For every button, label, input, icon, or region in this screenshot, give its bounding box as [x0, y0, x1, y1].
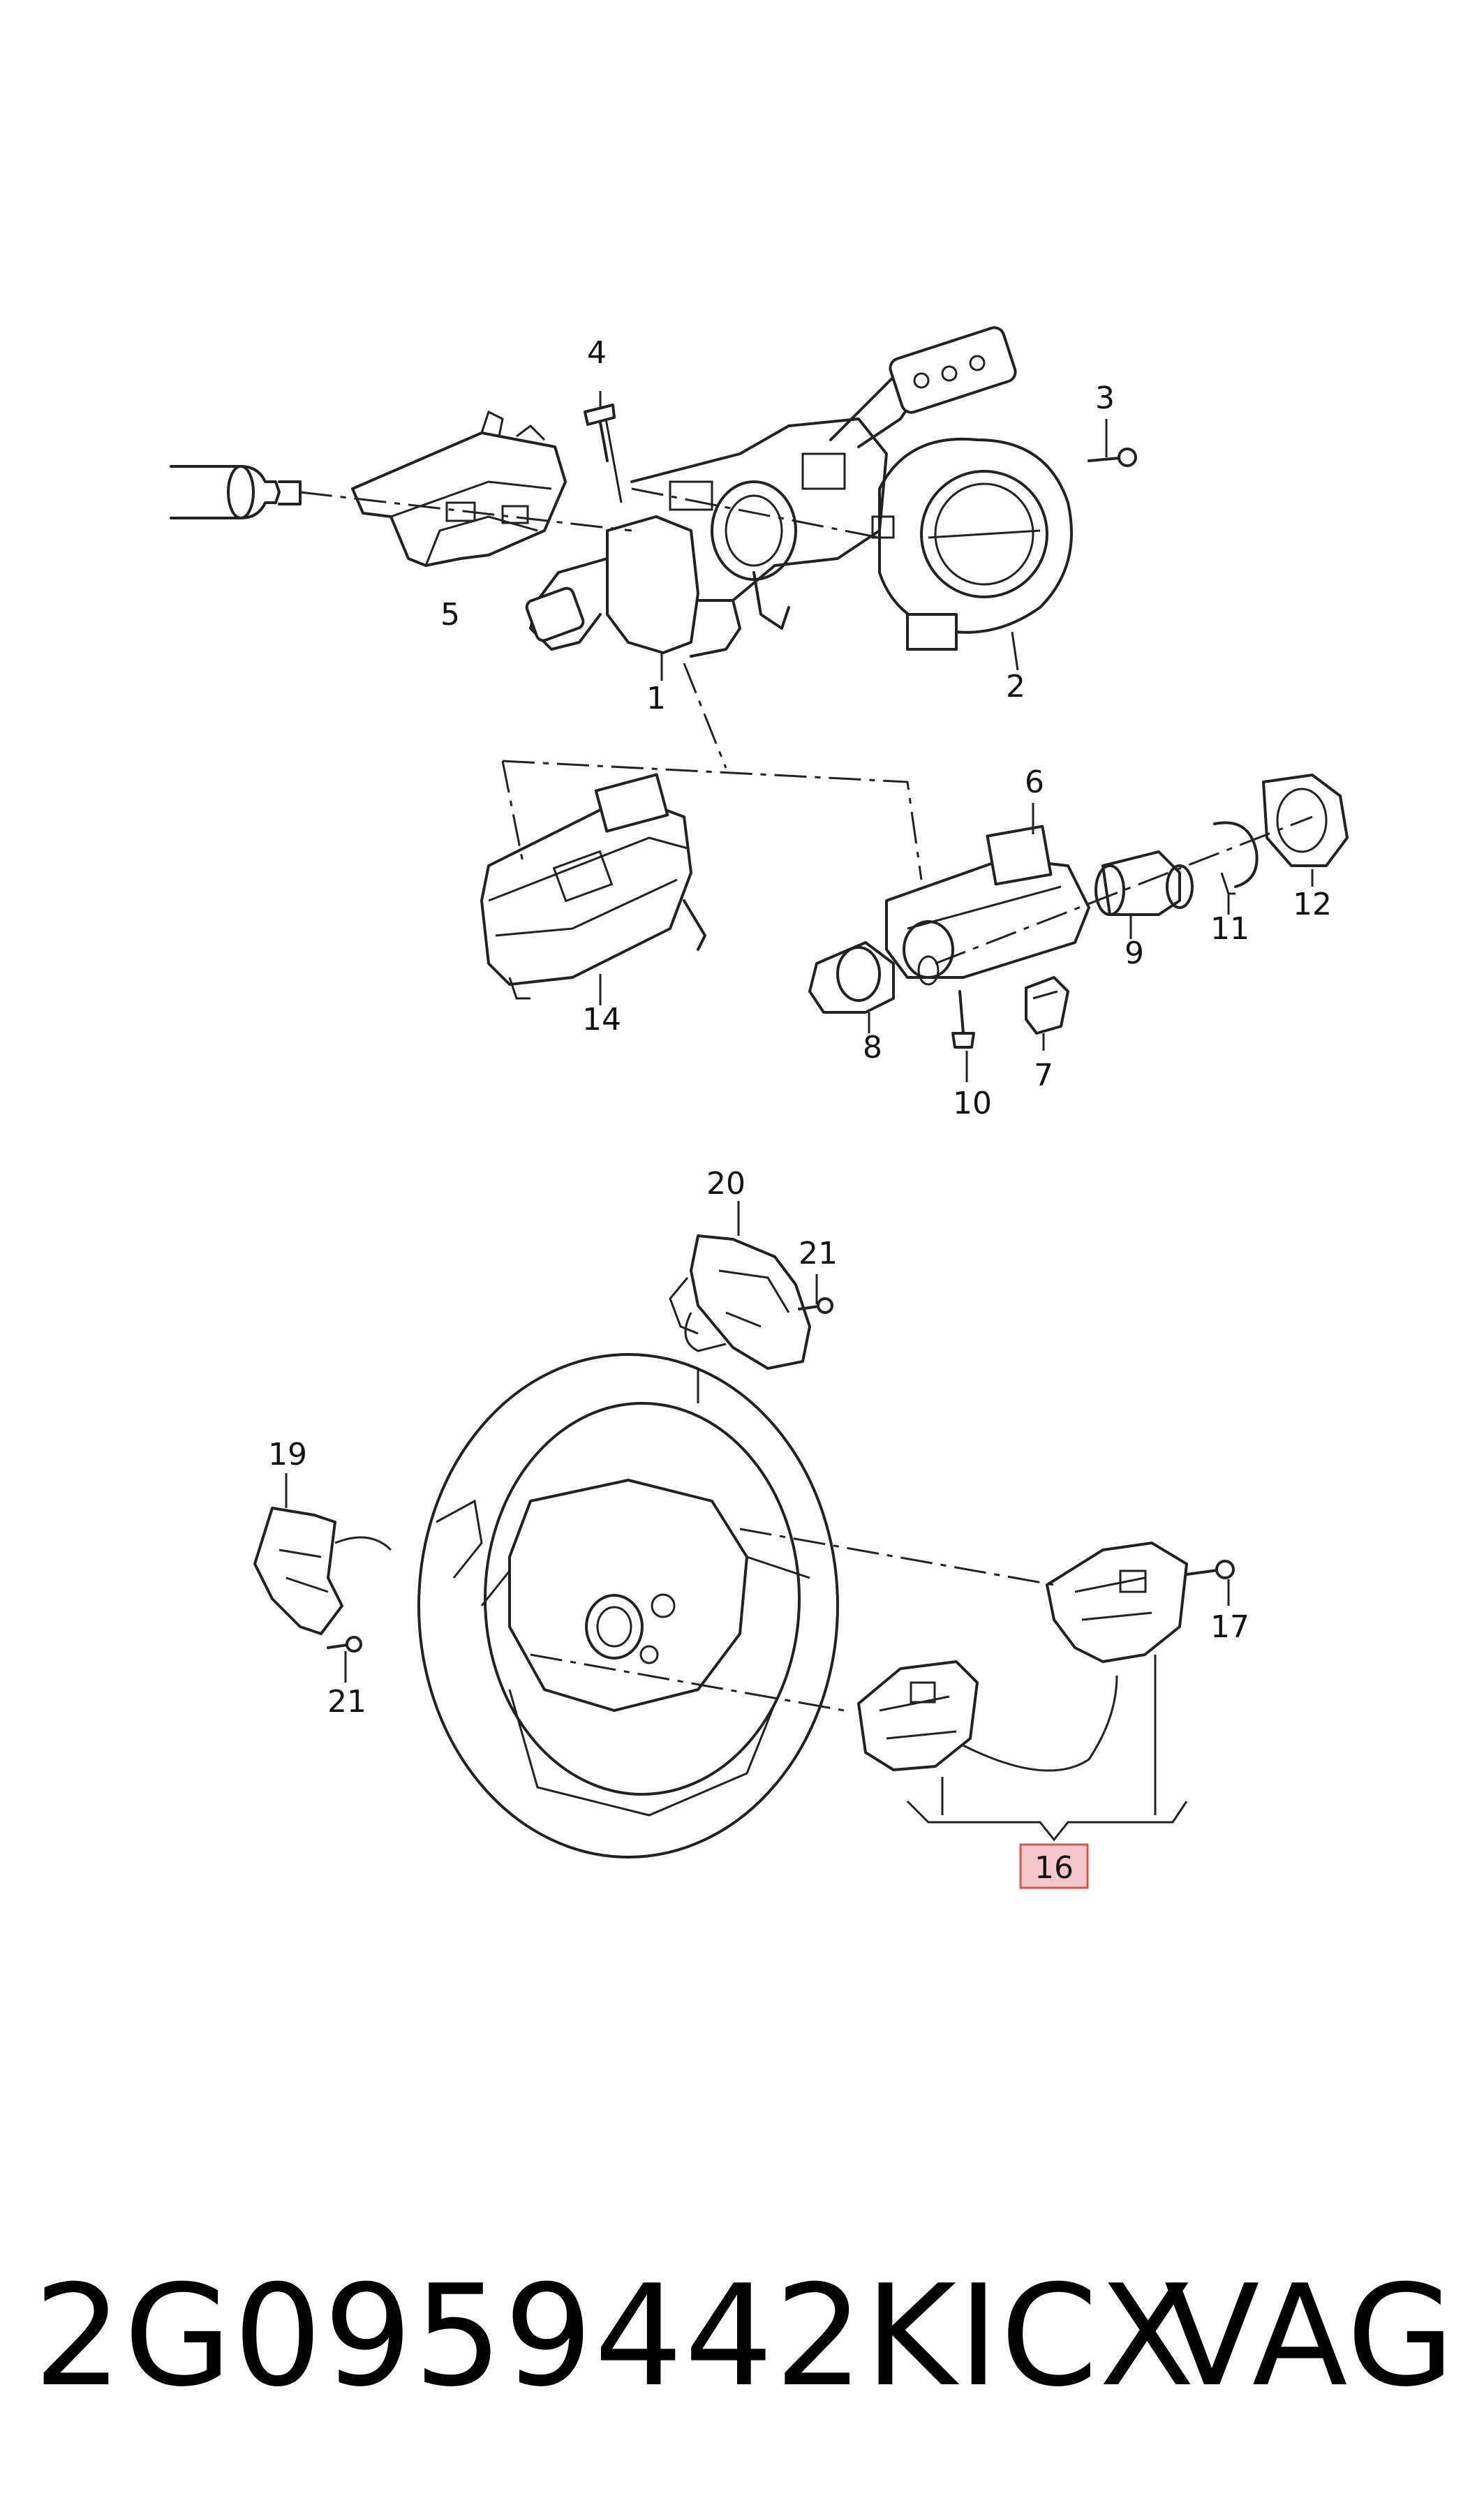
callout-2[interactable]: 2	[1006, 669, 1025, 704]
part-20-switch-panel	[669, 1201, 811, 1370]
callout-14[interactable]: 14	[582, 1002, 621, 1037]
part-11-ring	[1213, 821, 1259, 915]
part-12-trim-ring	[1262, 774, 1349, 887]
callout-16[interactable]: 16	[1034, 1850, 1074, 1886]
callout-3[interactable]: 3	[1095, 381, 1115, 416]
part-10-screw	[951, 990, 975, 1082]
part-8-lock-cylinder	[808, 941, 940, 1033]
steering-column-shaft	[170, 465, 302, 519]
callout-19[interactable]: 19	[268, 1437, 307, 1472]
part-21-screw-lower	[327, 1636, 362, 1683]
part-4-screw	[584, 391, 623, 503]
part-1-combination-switch	[525, 326, 1017, 681]
part-6-ignition-body	[885, 803, 1090, 979]
callout-5[interactable]: 5	[440, 597, 460, 633]
callout-8[interactable]: 8	[863, 1030, 882, 1065]
callout-12[interactable]: 12	[1293, 887, 1332, 922]
callout-6[interactable]: 6	[1025, 764, 1044, 800]
part-number: 2G0959442KICX	[34, 2255, 1196, 2418]
part-3-screw	[1088, 419, 1137, 467]
part-21-screw-upper	[798, 1274, 833, 1314]
part-9-cylinder	[1095, 850, 1194, 939]
callout-9[interactable]: 9	[1125, 936, 1144, 971]
callout-20[interactable]: 20	[706, 1166, 745, 1202]
callout-11[interactable]: 11	[1210, 911, 1249, 947]
callout-21-upper[interactable]: 21	[799, 1236, 838, 1271]
part-16-multifunction-buttons	[857, 1542, 1188, 1842]
part-17-screw	[1185, 1560, 1235, 1606]
part-14-lock-housing	[480, 773, 706, 1005]
callout-21-lower[interactable]: 21	[327, 1684, 366, 1720]
callout-1[interactable]: 1	[646, 681, 666, 716]
callout-10[interactable]: 10	[953, 1086, 992, 1121]
callout-16-highlight	[1019, 1843, 1089, 1889]
part-7-micro-switch	[1025, 976, 1069, 1051]
part-19-left-panel	[253, 1473, 392, 1635]
callout-7[interactable]: 7	[1034, 1058, 1053, 1093]
callout-17[interactable]: 17	[1210, 1609, 1249, 1645]
brand-name: VAG	[1164, 2255, 1456, 2418]
part-2-clock-spring	[871, 437, 1073, 671]
callout-4[interactable]: 4	[587, 335, 607, 371]
steering-wheel	[417, 1353, 839, 1859]
part-5-bracket	[351, 410, 567, 567]
